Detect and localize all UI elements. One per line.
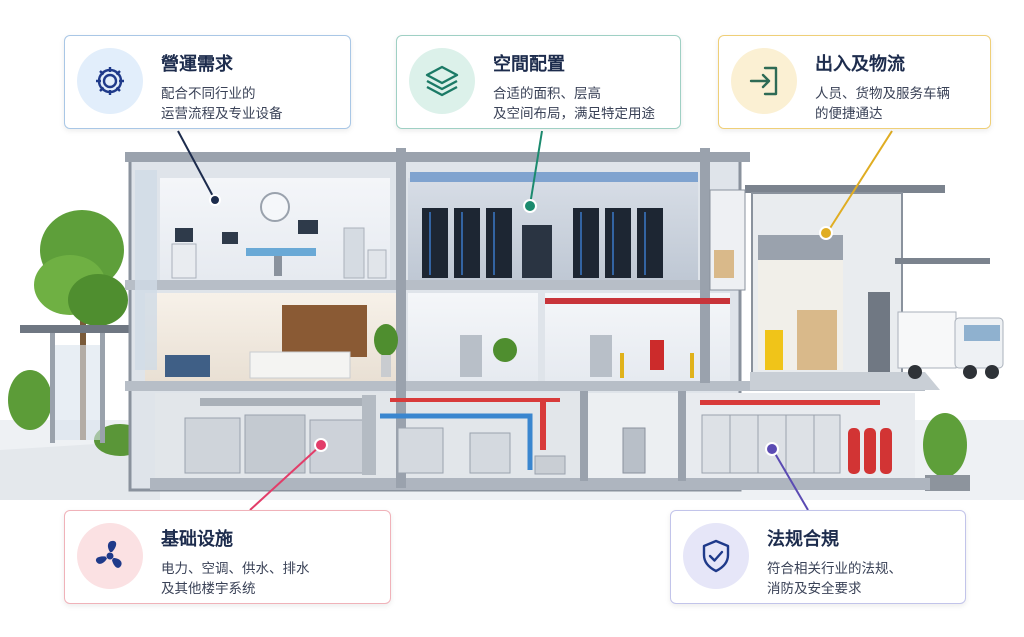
server-racks bbox=[410, 172, 698, 278]
operations-line2: 运营流程及专业设备 bbox=[161, 106, 283, 122]
enter-icon bbox=[749, 66, 778, 96]
shield-check-icon bbox=[702, 539, 730, 573]
tree-right bbox=[923, 413, 970, 491]
operations-line1: 配合不同行业的 bbox=[161, 86, 256, 102]
space-card: 空間配置 合适的面积、层高 及空间布局，满足特定用途 bbox=[396, 35, 681, 129]
access-line2: 的便捷通达 bbox=[815, 106, 883, 122]
operations-icon-badge bbox=[77, 48, 143, 114]
layers-icon bbox=[425, 65, 459, 97]
infrastructure-line2: 及其他楼宇系统 bbox=[161, 581, 256, 597]
corridor bbox=[460, 298, 730, 378]
space-title: 空間配置 bbox=[493, 54, 565, 75]
truck bbox=[897, 311, 1004, 379]
infrastructure-line1: 电力、空调、供水、排水 bbox=[161, 561, 310, 577]
compliance-card: 法规合規 符合相关行业的法规、 消防及安全要求 bbox=[670, 510, 966, 604]
access-line1: 人员、货物及服务车辆 bbox=[815, 86, 950, 102]
space-line2: 及空间布局，满足特定用途 bbox=[493, 106, 655, 122]
operating-room bbox=[171, 192, 387, 279]
access-title: 出入及物流 bbox=[815, 54, 905, 75]
operations-card: 營運需求 配合不同行业的 运营流程及专业设备 bbox=[64, 35, 351, 129]
space-line1: 合适的面积、层高 bbox=[493, 86, 601, 102]
compliance-title: 法规合規 bbox=[767, 529, 839, 550]
space-icon-badge bbox=[409, 48, 475, 114]
access-card: 出入及物流 人员、货物及服务车辆 的便捷通达 bbox=[718, 35, 991, 129]
operations-title: 營運需求 bbox=[161, 54, 233, 75]
infrastructure-title: 基础设施 bbox=[161, 529, 233, 550]
fan-icon bbox=[95, 540, 122, 568]
callout-connectors bbox=[177, 130, 893, 511]
infrastructure-icon-badge bbox=[77, 523, 143, 589]
gear-icon bbox=[96, 67, 124, 95]
compliance-line2: 消防及安全要求 bbox=[767, 581, 862, 597]
access-icon-badge bbox=[731, 48, 797, 114]
lobby bbox=[165, 305, 398, 379]
compliance-line1: 符合相关行业的法规、 bbox=[767, 561, 902, 577]
infrastructure-card: 基础设施 电力、空调、供水、排水 及其他楼宇系统 bbox=[64, 510, 391, 604]
loading-dock bbox=[709, 185, 990, 390]
entrance-canopy bbox=[20, 325, 130, 443]
compliance-icon-badge bbox=[683, 523, 749, 589]
